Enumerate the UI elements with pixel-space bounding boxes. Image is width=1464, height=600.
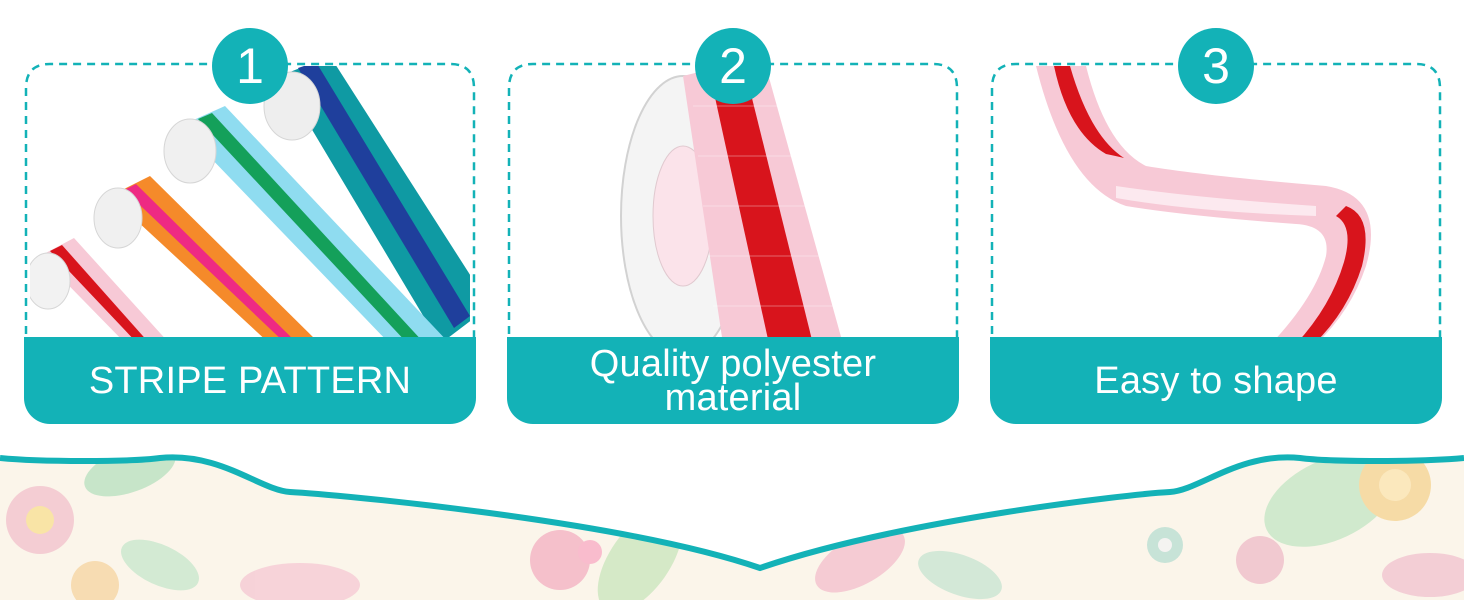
- card-3-dashed-frame: [990, 62, 1442, 362]
- card-3-number-badge: 3: [1178, 28, 1254, 104]
- card-1-number: 1: [236, 38, 264, 94]
- curled-ribbon-photo: [996, 66, 1436, 344]
- card-1-dashed-frame: [24, 62, 476, 362]
- card-2-caption: Quality polyester material: [507, 337, 959, 424]
- card-3-caption: Easy to shape: [990, 337, 1442, 424]
- ribbon-spool-photo: [513, 66, 953, 344]
- feature-card-2: Quality polyester material 2: [507, 28, 959, 424]
- card-2-dashed-frame: [507, 62, 959, 362]
- feature-card-3: Easy to shape 3: [990, 28, 1442, 424]
- card-3-number: 3: [1202, 38, 1230, 94]
- card-2-number: 2: [719, 38, 747, 94]
- feature-card-1: STRIPE PATTERN 1: [24, 28, 476, 424]
- card-1-caption: STRIPE PATTERN: [24, 337, 476, 424]
- card-2-caption-text: Quality polyester material: [589, 342, 877, 419]
- card-2-number-badge: 2: [695, 28, 771, 104]
- card-1-number-badge: 1: [212, 28, 288, 104]
- card-1-caption-text: STRIPE PATTERN: [88, 359, 412, 402]
- card-3-caption-text: Easy to shape: [1094, 359, 1338, 402]
- ribbon-spools-photo: [30, 66, 470, 344]
